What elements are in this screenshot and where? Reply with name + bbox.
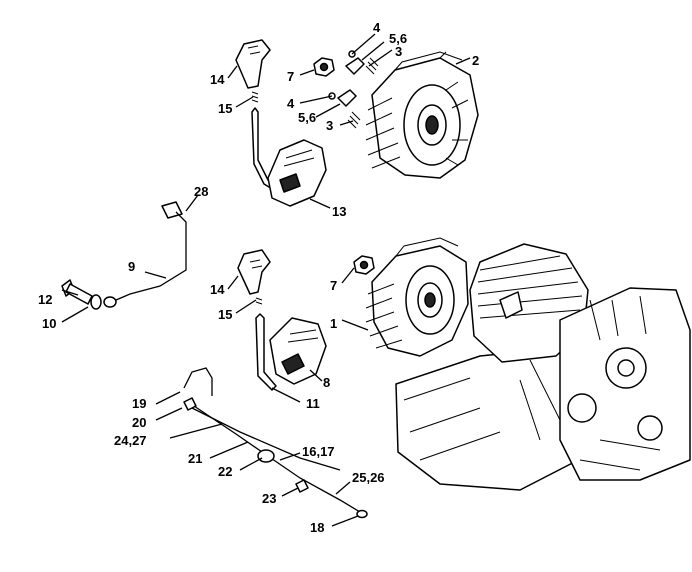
pawl-lower [328, 89, 361, 129]
nut-upper [313, 57, 335, 77]
callout-15: 15 [218, 101, 232, 116]
callout-1: 1 [330, 316, 337, 331]
callout-3: 3 [326, 118, 333, 133]
callout-9: 9 [128, 259, 135, 274]
callout-3: 3 [395, 44, 402, 59]
callout-7: 7 [330, 278, 337, 293]
flywheel-upper [365, 51, 479, 179]
callout-13: 13 [332, 204, 346, 219]
engine-housing [395, 243, 691, 491]
callout-10: 10 [42, 316, 56, 331]
callout-4: 4 [373, 20, 381, 35]
callout-5-6: 5,6 [389, 31, 407, 46]
callout-14: 14 [210, 282, 225, 297]
callout-18: 18 [310, 520, 324, 535]
callout-7: 7 [287, 69, 294, 84]
callout-24-27: 24,27 [114, 433, 147, 448]
callout-16-17: 16,17 [302, 444, 335, 459]
flywheel-lower [353, 237, 469, 357]
short-circuit-wire [183, 367, 368, 519]
ground-wire [103, 201, 187, 308]
callout-14: 14 [210, 72, 225, 87]
ignition-module-upper [235, 39, 327, 207]
callout-labels: 2 4 5,6 3 7 4 5,6 3 14 15 13 28 9 12 10 … [38, 20, 479, 535]
callout-20: 20 [132, 415, 146, 430]
callout-19: 19 [132, 396, 146, 411]
bolt-and-washer [61, 279, 102, 310]
callout-4: 4 [287, 96, 295, 111]
callout-11: 11 [306, 396, 320, 411]
leader-lines [61, 33, 471, 527]
callout-21: 21 [188, 451, 202, 466]
callout-15: 15 [218, 307, 232, 322]
callout-28: 28 [194, 184, 208, 199]
callout-25-26: 25,26 [352, 470, 385, 485]
ignition-module-lower [237, 249, 327, 391]
callout-23: 23 [262, 491, 276, 506]
callout-5-6: 5,6 [298, 110, 316, 125]
callout-2: 2 [472, 53, 479, 68]
callout-8: 8 [323, 375, 330, 390]
callout-22: 22 [218, 464, 232, 479]
callout-12: 12 [38, 292, 52, 307]
